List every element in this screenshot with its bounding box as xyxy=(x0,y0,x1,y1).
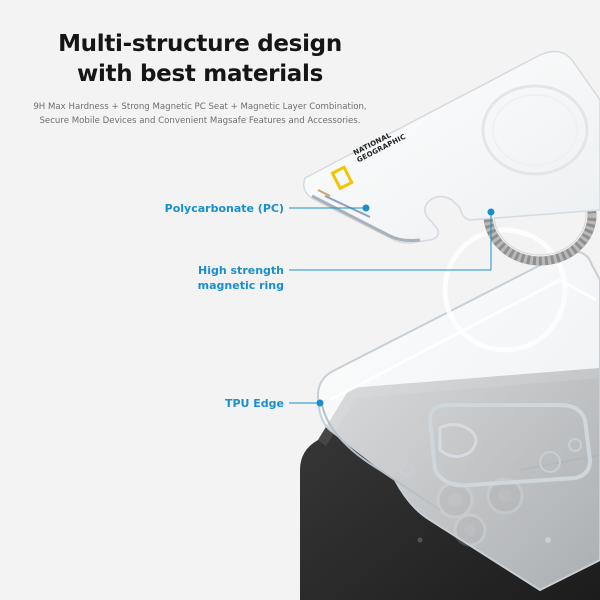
subtitle-line2: Secure Mobile Devices and Convenient Mag… xyxy=(39,116,361,126)
callout-magnetic-ring: High strength magnetic ring xyxy=(150,263,284,293)
callout-label: High strength xyxy=(198,264,284,277)
headline-line2: with best materials xyxy=(77,61,323,87)
headline-line1: Multi-structure design xyxy=(58,31,342,57)
tpu-case xyxy=(316,227,600,592)
callout-tpu-edge: TPU Edge xyxy=(150,396,284,411)
callout-label: TPU Edge xyxy=(224,397,284,410)
callout-polycarbonate: Polycarbonate (PC) xyxy=(150,201,284,216)
national-geographic-logo-icon xyxy=(330,165,354,191)
subtitle-line1: 9H Max Hardness + Strong Magnetic PC Sea… xyxy=(33,102,367,112)
callout-label: magnetic ring xyxy=(197,279,284,292)
callout-label: Polycarbonate (PC) xyxy=(164,202,284,215)
callout-leaders xyxy=(289,204,495,407)
polycarbonate-plate xyxy=(303,50,600,244)
